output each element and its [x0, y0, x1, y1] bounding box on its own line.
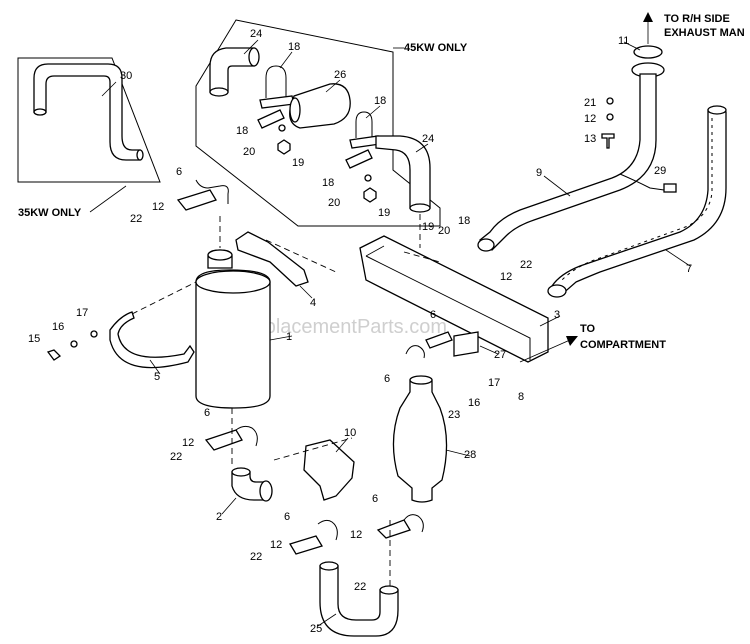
- note-35kw: 35KW ONLY: [18, 207, 82, 219]
- callout-3: 3: [554, 309, 560, 321]
- callout-27: 27: [494, 349, 506, 361]
- callout-12e: 12: [270, 539, 282, 551]
- callout-30: 30: [120, 70, 132, 82]
- exhaust-pipe-9-icon: [478, 73, 657, 251]
- callout-11: 11: [618, 35, 629, 47]
- callout-18b: 18: [374, 95, 386, 107]
- callout-5: 5: [154, 371, 160, 383]
- callout-18e: 18: [458, 215, 470, 227]
- callout-6a: 6: [176, 166, 182, 178]
- callout-10: 10: [344, 427, 356, 439]
- callout-25: 25: [310, 623, 322, 635]
- elbow-24b-icon: [375, 135, 431, 209]
- callout-17a: 17: [76, 307, 88, 319]
- callout-16b: 16: [468, 397, 480, 409]
- watermark: eReplacementParts.com: [228, 316, 447, 338]
- callout-22a: 22: [130, 213, 142, 225]
- callout-6d: 6: [204, 407, 210, 419]
- callout-13: 13: [584, 133, 596, 145]
- callout-12a: 12: [584, 113, 596, 125]
- elbow-2-icon: [231, 467, 273, 502]
- callout-12f: 12: [350, 529, 362, 541]
- callout-6f: 6: [372, 493, 378, 505]
- callout-2: 2: [216, 511, 222, 523]
- callout-17b: 17: [488, 377, 500, 389]
- callout-20a: 20: [243, 146, 255, 158]
- callout-20b: 20: [328, 197, 340, 209]
- callout-18c: 18: [236, 125, 248, 137]
- bracket-3-icon: [359, 235, 549, 363]
- box-45kw: 45KW ONLY: [195, 19, 468, 227]
- muffler-1-icon: [195, 249, 271, 409]
- clamps-6: [176, 179, 479, 555]
- callout-21: 21: [584, 97, 596, 109]
- note-rh-side-2: EXHAUST MAN: [664, 27, 745, 39]
- callout-18d: 18: [322, 177, 334, 189]
- catalytic-converter-26-icon: [289, 83, 351, 129]
- callout-12b: 12: [152, 201, 164, 213]
- callout-12c: 12: [500, 271, 512, 283]
- callout-18a: 18: [288, 41, 300, 53]
- callout-19b: 19: [378, 207, 390, 219]
- exhaust-pipe-7-icon: [551, 109, 727, 297]
- callout-19a: 19: [292, 157, 304, 169]
- callout-26: 26: [334, 69, 346, 81]
- callout-16a: 16: [52, 321, 64, 333]
- callout-8: 8: [518, 391, 524, 403]
- note-compartment-1: TO: [580, 323, 596, 335]
- callout-29: 29: [654, 165, 666, 177]
- box-35kw: 35KW ONLY: [17, 57, 161, 219]
- callout-6c: 6: [384, 373, 390, 385]
- callout-12d: 12: [182, 437, 194, 449]
- gasket-11-icon: [633, 45, 663, 59]
- note-compartment-2: COMPARTMENT: [580, 339, 666, 351]
- callout-7: 7: [686, 263, 692, 275]
- callout-24a: 24: [250, 28, 262, 40]
- callout-9: 9: [536, 167, 542, 179]
- elbow-24a-icon: [209, 47, 255, 93]
- note-rh-side-1: TO R/H SIDE: [664, 13, 730, 25]
- callout-28: 28: [464, 449, 476, 461]
- pipe-group: [477, 45, 727, 298]
- strap-5-icon: [109, 311, 195, 369]
- callout-1: 1: [286, 331, 292, 343]
- callout-6e: 6: [284, 511, 290, 523]
- callout-23: 23: [448, 409, 460, 421]
- bracket-10-icon: [303, 439, 355, 501]
- callout-22b: 22: [520, 259, 532, 271]
- callout-22d: 22: [250, 551, 262, 563]
- callout-22e: 22: [354, 581, 366, 593]
- bracket-4-icon: [235, 231, 309, 287]
- callout-4: 4: [310, 297, 316, 309]
- u-pipe-25-icon: [319, 565, 399, 637]
- callout-20c: 20: [438, 225, 450, 237]
- catalytic-converter-28-icon: [392, 375, 448, 503]
- callout-22c: 22: [170, 451, 182, 463]
- callout-6b: 6: [430, 309, 436, 321]
- note-45kw: 45KW ONLY: [404, 42, 468, 54]
- callout-24b: 24: [422, 133, 434, 145]
- callout-15: 15: [28, 333, 40, 345]
- callout-19c: 19: [422, 221, 434, 233]
